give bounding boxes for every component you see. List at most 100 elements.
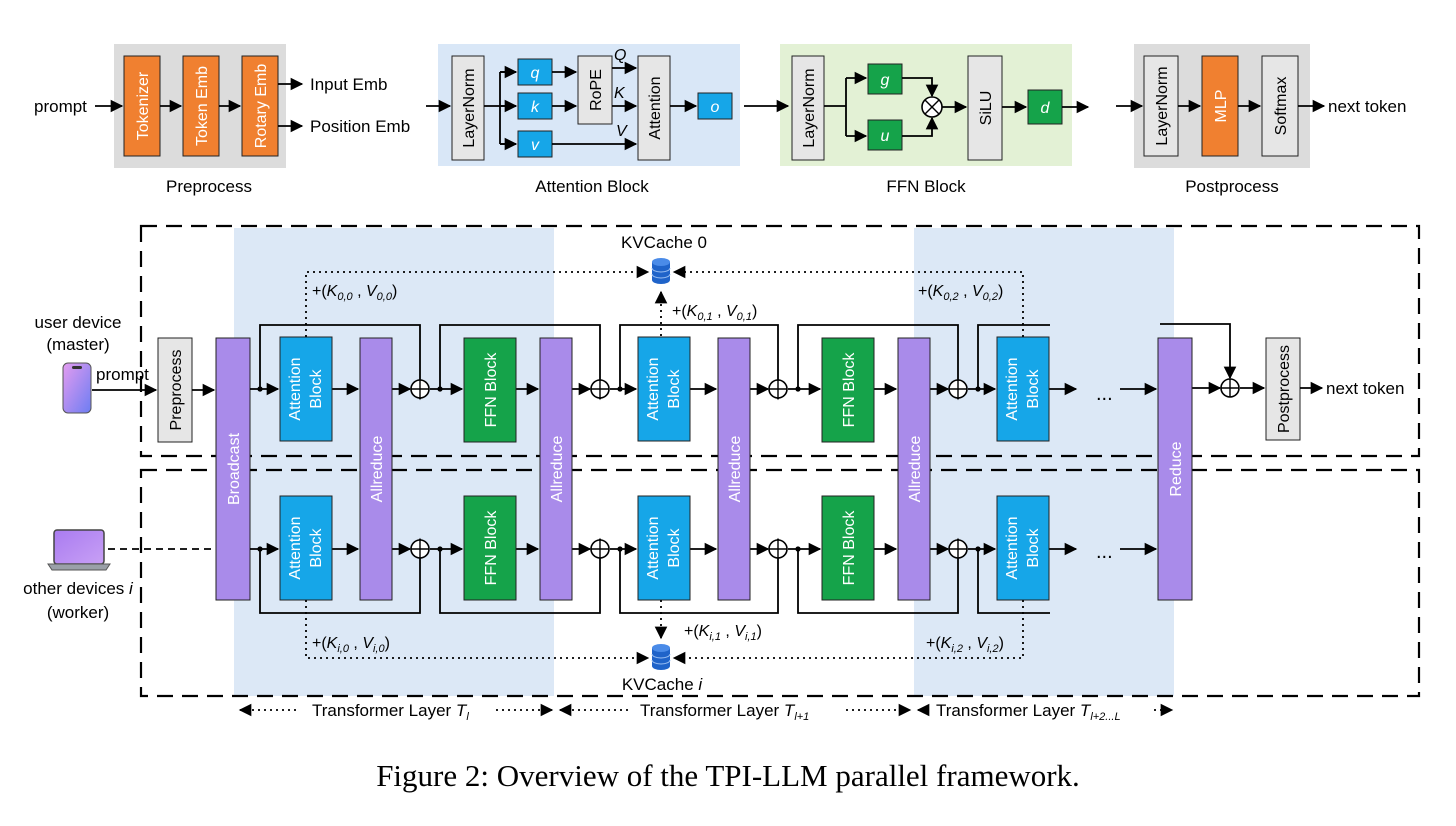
allreduce-block-2: Allreduce <box>717 337 751 601</box>
o-block: o <box>697 92 733 120</box>
svg-text:g: g <box>881 72 890 89</box>
ellipsis-master: ... <box>1096 383 1113 405</box>
svg-text:Block: Block <box>666 527 683 567</box>
svg-text:Allreduce: Allreduce <box>549 436 566 503</box>
ellipsis-worker: ... <box>1096 541 1113 563</box>
add-node-master-0 <box>410 379 430 399</box>
ffn-block-worker-1: FFN Block <box>821 495 875 601</box>
next-token-top: next token <box>1328 97 1406 116</box>
attn-layernorm-block: LayerNorm <box>451 55 485 161</box>
layer-label-2: Transformer Layer Tl+2...L <box>936 701 1121 723</box>
add-node-reduce <box>1220 378 1240 398</box>
reduce-block: Reduce <box>1157 337 1193 601</box>
prompt-label: prompt <box>34 97 87 116</box>
next-token-bottom: next token <box>1326 379 1404 398</box>
svg-text:Block: Block <box>308 368 325 408</box>
svg-text:k: k <box>531 99 540 116</box>
attention-block-master-0: Attention Block <box>279 336 333 442</box>
tokenizer-block: Tokenizer <box>123 55 161 157</box>
ffn-block-worker-0: FFN Block <box>463 495 517 601</box>
attention-op-block: Attention <box>637 55 671 161</box>
svg-text:Preprocess: Preprocess <box>168 350 185 431</box>
allreduce-block-1: Allreduce <box>539 337 573 601</box>
token-emb-label: Token Emb <box>194 66 211 146</box>
allreduce-block-0: Allreduce <box>359 337 393 601</box>
figure-caption: Figure 2: Overview of the TPI-LLM parall… <box>376 758 1080 793</box>
add-node-master-1 <box>590 379 610 399</box>
kvcache-0-label: KVCache 0 <box>621 233 707 252</box>
add-node-worker-3 <box>948 539 968 559</box>
post-layernorm-block: LayerNorm <box>1143 55 1179 157</box>
rope-block: RoPE <box>577 55 613 125</box>
svg-text:MLP: MLP <box>1213 90 1230 123</box>
svg-text:u: u <box>881 128 890 145</box>
g-block: g <box>867 63 903 95</box>
svg-text:Attention: Attention <box>1004 516 1021 579</box>
V-label: V <box>616 123 628 140</box>
add-node-worker-2 <box>768 539 788 559</box>
svg-text:FFN Block: FFN Block <box>841 352 858 428</box>
svg-text:Allreduce: Allreduce <box>727 436 744 503</box>
kvcache-i-label: KVCache i <box>622 675 704 694</box>
svg-text:SiLU: SiLU <box>978 91 995 126</box>
layer-label-1: Transformer Layer Tl+1 <box>640 701 809 723</box>
ffn-caption: FFN Block <box>886 177 966 196</box>
worker-device-box <box>139 468 1421 698</box>
database-icon <box>651 258 671 284</box>
layer-band-l2 <box>914 228 1174 696</box>
svg-text:Attention: Attention <box>645 357 662 420</box>
attention-block-master-2: Attention Block <box>996 336 1050 442</box>
preprocess-block: Preprocess <box>157 337 193 443</box>
svg-text:Postprocess: Postprocess <box>1276 345 1293 433</box>
svg-text:FFN Block: FFN Block <box>483 352 500 428</box>
add-node-master-2 <box>768 379 788 399</box>
layer-band-l <box>234 228 554 696</box>
kv-label-master-0: +(K0,0 , V0,0) <box>312 283 397 303</box>
kv-label-worker-0: +(Ki,0 , Vi,0) <box>312 635 390 655</box>
svg-text:Broadcast: Broadcast <box>226 432 243 505</box>
mlp-block: MLP <box>1201 55 1239 157</box>
rotary-emb-block: Rotary Emb <box>241 55 279 157</box>
ffn-block-master-1: FFN Block <box>821 337 875 443</box>
svg-text:LayerNorm: LayerNorm <box>801 68 818 147</box>
postprocess-block: Postprocess <box>1265 337 1301 441</box>
svg-text:Attention: Attention <box>287 516 304 579</box>
svg-text:Block: Block <box>666 368 683 408</box>
allreduce-block-3: Allreduce <box>897 337 931 601</box>
svg-text:Attention: Attention <box>1004 357 1021 420</box>
svg-text:Allreduce: Allreduce <box>369 436 386 503</box>
svg-text:Attention: Attention <box>645 516 662 579</box>
svg-text:o: o <box>711 99 720 116</box>
rotary-emb-label: Rotary Emb <box>253 64 270 149</box>
svg-text:v: v <box>531 137 540 154</box>
q-block: q <box>517 58 553 86</box>
svg-text:Reduce: Reduce <box>1168 441 1185 496</box>
ffn-block-master-0: FFN Block <box>463 337 517 443</box>
layer-label-0: Transformer Layer Tl <box>312 701 469 723</box>
input-emb-label: Input Emb <box>310 75 388 94</box>
kv-label-master-2: +(K0,2 , V0,2) <box>918 283 1003 303</box>
add-node-worker-0 <box>410 539 430 559</box>
attention-block-worker-2: Attention Block <box>996 495 1050 601</box>
add-node-worker-1 <box>590 539 610 559</box>
master-label-2: (master) <box>46 335 109 354</box>
attention-block-worker-0: Attention Block <box>279 495 333 601</box>
prompt-label-bottom: prompt <box>96 365 149 384</box>
u-block: u <box>867 119 903 151</box>
kv-label-worker-2: +(Ki,2 , Vi,2) <box>926 635 1004 655</box>
kv-label-master-1: +(K0,1 , V0,1) <box>672 303 757 323</box>
position-emb-label: Position Emb <box>310 117 410 136</box>
attention-block-master-1: Attention Block <box>637 336 691 442</box>
svg-text:Block: Block <box>1025 527 1042 567</box>
svg-text:Attention: Attention <box>287 357 304 420</box>
svg-text:Block: Block <box>308 527 325 567</box>
svg-text:LayerNorm: LayerNorm <box>1154 66 1171 145</box>
attention-block-worker-1: Attention Block <box>637 495 691 601</box>
database-icon-worker <box>651 644 671 670</box>
add-node-master-3 <box>948 379 968 399</box>
ffn-layernorm-block: LayerNorm <box>791 55 825 161</box>
Q-label: Q <box>614 47 626 64</box>
broadcast-block: Broadcast <box>215 337 251 601</box>
worker-label-1: other devices i <box>23 579 134 598</box>
